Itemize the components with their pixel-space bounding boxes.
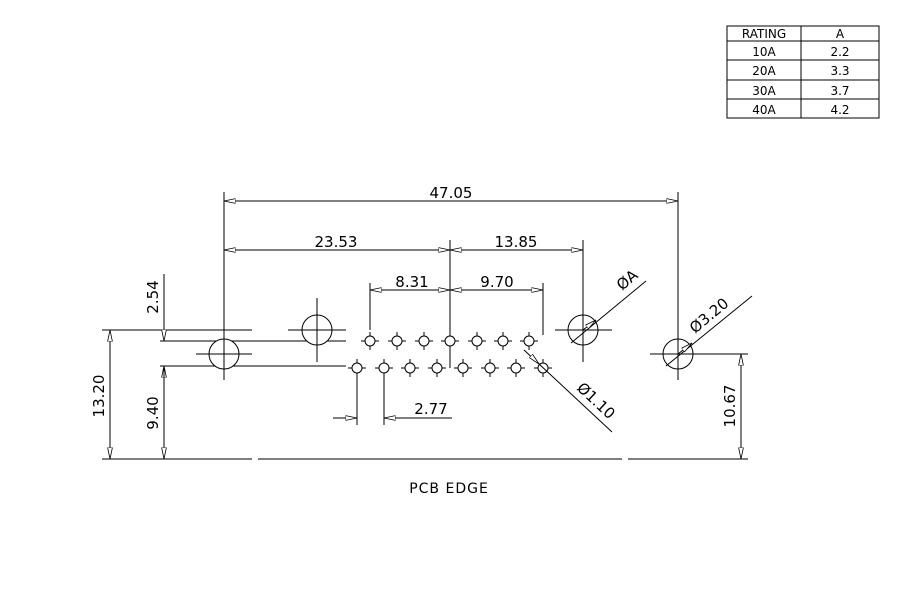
callout-large-hole: ØA: [613, 266, 642, 294]
dim-row-pitch: 2.54: [144, 280, 162, 313]
pin-hole: [388, 332, 406, 350]
dim-overall-height: 13.20: [90, 375, 108, 418]
dim-right-offset: 13.85: [495, 233, 538, 251]
rating-cell: 30A: [752, 84, 776, 98]
dim-lower-row-height: 9.40: [144, 396, 162, 429]
top-dimensions: 47.05 23.53 13.85 8.31 9.70: [223, 184, 679, 368]
rating-cell: 10A: [752, 45, 776, 59]
pin-hole: [348, 359, 366, 377]
rating-table: RATING A 10A 2.2 20A 3.3 30A 3.7 40A 4.2: [726, 25, 880, 119]
pin-hole: [494, 332, 512, 350]
left-mount-hole: [196, 323, 252, 380]
rating-cell: 40A: [752, 103, 776, 117]
dim-pin-pitch: 2.77: [414, 400, 447, 418]
a-cell: 2.2: [830, 45, 849, 59]
a-cell: 3.7: [830, 84, 849, 98]
rating-cell: 20A: [752, 64, 776, 78]
rating-header: RATING: [742, 27, 786, 41]
a-header: A: [836, 27, 845, 41]
rating-table-border: [726, 25, 880, 119]
right-dimension: 10.67: [678, 353, 748, 459]
pin-hole: [468, 332, 486, 350]
pin-hole-callout: Ø1.10: [523, 349, 619, 433]
pin-pitch-dimension: 2.77: [333, 376, 452, 425]
pin-hole: [520, 332, 538, 350]
left-dimensions: 13.20 2.54 9.40: [90, 274, 346, 459]
a-cell: 4.2: [830, 103, 849, 117]
dim-left-half: 23.53: [315, 233, 358, 251]
dim-pin-span-left: 8.31: [395, 273, 428, 291]
pin-hole: [507, 359, 525, 377]
pin-hole: [401, 359, 419, 377]
pin-hole: [454, 359, 472, 377]
pin-hole: [375, 359, 393, 377]
pin-row-upper: [361, 332, 538, 350]
left-large-hole: [288, 298, 346, 362]
dim-pin-span-right: 9.70: [480, 273, 513, 291]
pin-hole: [481, 359, 499, 377]
callout-pin-hole: Ø1.10: [573, 379, 618, 423]
pin-hole: [361, 332, 379, 350]
pcb-edge-caption: PCB EDGE: [409, 481, 489, 497]
dim-overall-width: 47.05: [430, 184, 473, 202]
right-large-hole: ØA: [555, 266, 647, 362]
pin-hole: [428, 359, 446, 377]
pin-hole: [415, 332, 433, 350]
right-mount-hole: Ø3.20: [650, 294, 753, 380]
dim-right-height: 10.67: [721, 385, 739, 428]
a-cell: 3.3: [830, 64, 849, 78]
pin-hole: [441, 332, 459, 350]
